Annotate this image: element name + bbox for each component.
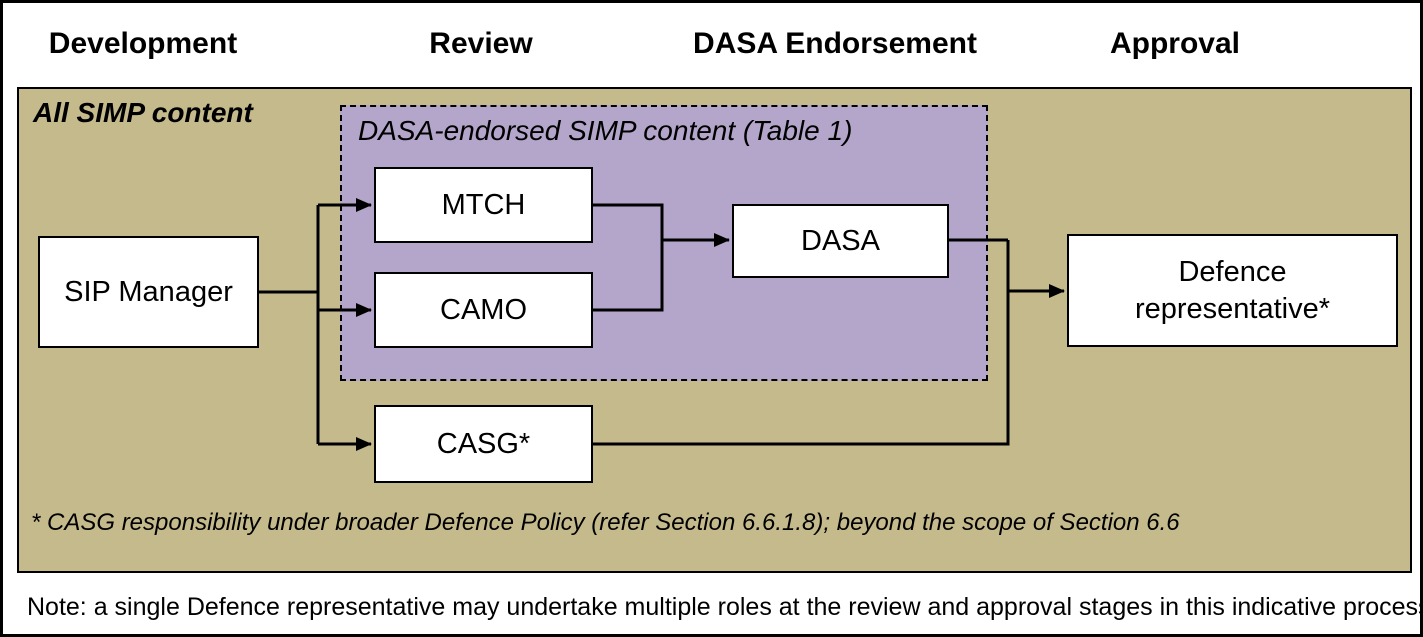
node-dasa: DASA bbox=[732, 204, 949, 278]
all-simp-content-label: All SIMP content bbox=[33, 97, 253, 128]
casg-footnote: * CASG responsibility under broader Defe… bbox=[31, 509, 1180, 536]
node-sip-manager: SIP Manager bbox=[38, 236, 259, 348]
node-camo: CAMO bbox=[374, 272, 593, 348]
node-casg: CASG* bbox=[374, 405, 593, 483]
bottom-note: Note: a single Defence representative ma… bbox=[27, 593, 1423, 621]
column-header-dasa-endorsement: DASA Endorsement bbox=[693, 27, 977, 60]
node-defence-representative: Defence representative* bbox=[1067, 234, 1398, 347]
dasa-endorsed-label: DASA-endorsed SIMP content (Table 1) bbox=[358, 115, 853, 146]
node-mtch: MTCH bbox=[374, 167, 593, 243]
column-header-review: Review bbox=[429, 27, 533, 60]
column-header-approval: Approval bbox=[1109, 27, 1241, 60]
column-header-development: Development bbox=[48, 27, 238, 60]
